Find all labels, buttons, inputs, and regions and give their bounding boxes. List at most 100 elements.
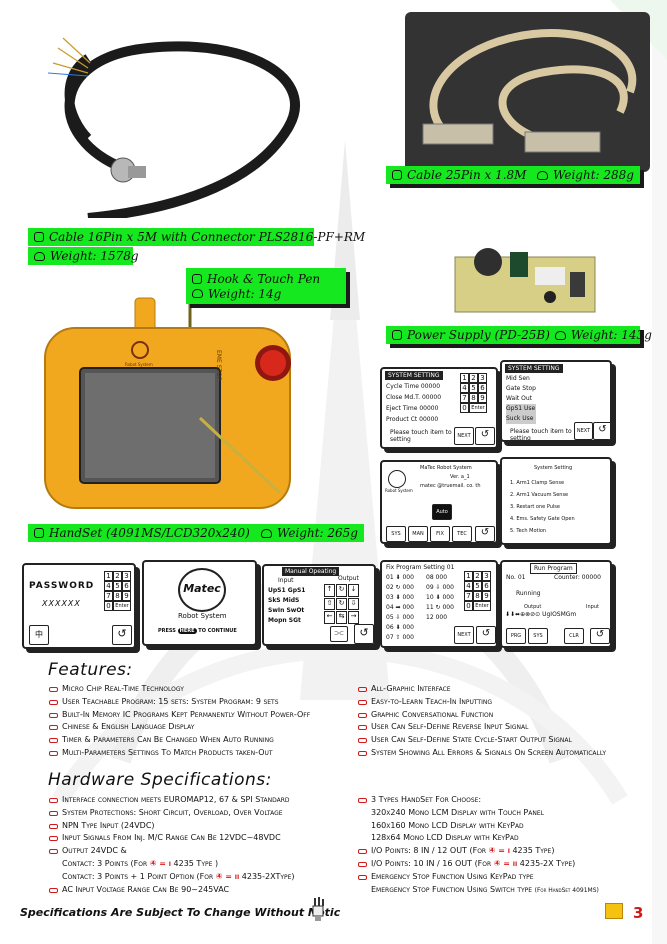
spec-subitem: 320x240 Mono LCM Display with Touch Pane… [371, 807, 544, 817]
features-list-right: All-Graphic Interface Easy-to-Learn Teac… [357, 683, 606, 760]
feature-item: User Can Self-Define Reverse Input Signa… [357, 721, 606, 734]
auto-button[interactable]: Auto [432, 504, 452, 520]
spec-subitem: 160x160 Mono LCD Display with KeyPad [371, 820, 524, 830]
setting-item[interactable]: 3. Restart one Pulse [510, 504, 560, 510]
robot-hand-icon [312, 897, 324, 921]
return-button[interactable]: ↺ [476, 626, 496, 644]
program-step[interactable]: 04 ➡ 000 [386, 604, 414, 611]
output-grid[interactable]: ↑↻↓ ⇧↻⇩ ←⇆→ [324, 584, 359, 624]
power-supply-photo [454, 248, 596, 313]
power-supply-label: Power Supply (PD-25B) Weight: 143g [386, 326, 652, 344]
output-label: Output [524, 604, 542, 610]
prg-button[interactable]: PRG [506, 628, 526, 644]
screen-fix-program: Fix Program Setting 01 01 ⬇ 000 02 ↻ 000… [380, 560, 498, 648]
program-step[interactable]: 06 ⬇ 000 [386, 624, 414, 631]
counter: Counter: 00000 [554, 574, 601, 581]
input-label: Input [278, 577, 294, 584]
program-step[interactable]: 09 ⇩ 000 [426, 584, 454, 591]
cable-16pin-weight: Weight: 1578g [50, 249, 139, 263]
program-step[interactable]: 02 ↻ 000 [386, 584, 414, 591]
sys-button[interactable]: SYS [528, 628, 548, 644]
screen-run-program: Run Program No. 01 Counter: 00000 Runnin… [500, 560, 612, 648]
program-step[interactable]: 07 ⇧ 000 [386, 634, 414, 641]
return-button[interactable]: ↺ [593, 422, 610, 440]
setting-item[interactable]: 5. Tech Motion [510, 528, 547, 534]
feature-item: User Teachable Program: 15 sets: System … [48, 696, 310, 709]
power-supply-weight: Weight: 143g [570, 328, 652, 342]
setting-item[interactable]: Wait Out [506, 395, 533, 402]
program-number: No. 01 [506, 574, 526, 581]
fix-button[interactable]: FIX [430, 526, 450, 542]
hardware-list-right: 3 Types HandSet For Choose: 320x240 Mono… [357, 794, 599, 897]
screen-header: SYSTEM SETTING [505, 364, 563, 373]
io-row: Mopn SGt [268, 617, 301, 624]
language-button[interactable]: 中 [29, 625, 49, 645]
setting-row: Eject Time 00000 [386, 405, 439, 412]
screen-logo: Matec Robot System PRESS HERE TO CONTINU… [142, 560, 257, 646]
hook-pen-weight: Weight: 14g [208, 286, 282, 301]
program-step[interactable]: 01 ⬇ 000 [386, 574, 414, 581]
return-button[interactable]: ↺ [354, 624, 374, 644]
screen-manual: Manual Opeating Input Output UpS1 GpS1 S… [262, 564, 376, 646]
feature-item: Micro Chip Real-Time Technology [48, 683, 310, 696]
page-number: 3 [633, 904, 644, 922]
spec-item: Output 24VDC & [48, 845, 295, 858]
clr-button[interactable]: CLR [564, 628, 584, 644]
feature-item: All-Graphic Interface [357, 683, 606, 696]
checkbox-icon [392, 330, 402, 340]
setting-row: Product Ct 00000 [386, 416, 439, 423]
spec-item: Emergency Stop Function Using KeyPad typ… [357, 871, 599, 884]
screen-matec-home: Robot System MaTec Robot System Ver. a_1… [380, 460, 498, 544]
spec-item: NPN Type Input (24VDC) [48, 820, 295, 833]
estop-label: EME STOP [215, 350, 222, 381]
return-button[interactable]: ↺ [475, 526, 495, 542]
robot-logo-icon [388, 470, 406, 488]
man-button[interactable]: MAN [408, 526, 428, 542]
return-button[interactable]: ↺ [590, 628, 610, 644]
setting-item[interactable]: 4. Ems. Safety Gate Open [510, 516, 575, 522]
mode-button[interactable]: ⊃⊂ [330, 626, 348, 642]
setting-item[interactable]: GpS1 Use [506, 404, 536, 414]
program-step[interactable]: 11 ↻ 000 [426, 604, 454, 611]
program-step[interactable]: 08 000 [426, 574, 448, 581]
tec-button[interactable]: TEC [452, 526, 472, 542]
setting-row: Close Md.T. 00000 [386, 394, 442, 401]
handset-photo [44, 273, 291, 509]
hardware-title: Hardware Specifications: [48, 770, 272, 790]
cable-25pin-photo [405, 12, 650, 172]
book-icon [605, 903, 623, 919]
screen-header: Run Program [530, 563, 577, 574]
features-title: Features: [48, 660, 133, 680]
feature-item: Chinese & English Language Display [48, 721, 310, 734]
feature-item: Easy-to-Learn Teach-In Inputting [357, 696, 606, 709]
handset-name: HandSet (4091MS/LCD320x240) [49, 526, 250, 540]
next-button[interactable]: NEXT [454, 427, 474, 445]
feature-item: Multi-Parameters Settings To Match Produ… [48, 747, 310, 760]
touch-hint: Please touch item to setting [390, 429, 452, 443]
screen-title: Fix Program Setting 01 [386, 564, 455, 571]
sys-button[interactable]: SYS [386, 526, 406, 542]
next-button[interactable]: NEXT [574, 422, 593, 440]
next-button[interactable]: NEXT [454, 626, 474, 644]
return-button[interactable]: ↺ [112, 625, 132, 645]
setting-item[interactable]: Suck Use [506, 414, 536, 424]
spec-item: Contact: 3 Points + 1 Point Option (For … [62, 871, 295, 881]
checkbox-icon [34, 528, 44, 538]
hook-pen-label: Hook & Touch Pen Weight: 14g [186, 268, 346, 304]
cable-16pin-weight-label: Weight: 1578g [28, 247, 139, 265]
setting-item[interactable]: Gate Stop [506, 385, 536, 392]
press-here-hint: PRESS HERE TO CONTINUE [158, 628, 237, 634]
setting-item[interactable]: 1. Arm1 Clamp Sense [510, 480, 565, 486]
matec-version: Ver. a_1 [450, 474, 470, 480]
cable-16pin-photo [47, 37, 300, 218]
program-step[interactable]: 03 ⬇ 000 [386, 594, 414, 601]
program-step[interactable]: 05 ⇩ 000 [386, 614, 414, 621]
feature-item: Timer & Parameters Can Be Changed When A… [48, 734, 310, 747]
setting-item[interactable]: 2. Arm1 Vacuum Sense [510, 492, 569, 498]
program-step[interactable]: 10 ⬇ 000 [426, 594, 454, 601]
setting-item[interactable]: Mid Sen [506, 375, 530, 382]
program-step[interactable]: 12 000 [426, 614, 448, 621]
return-button[interactable]: ↺ [475, 427, 495, 445]
